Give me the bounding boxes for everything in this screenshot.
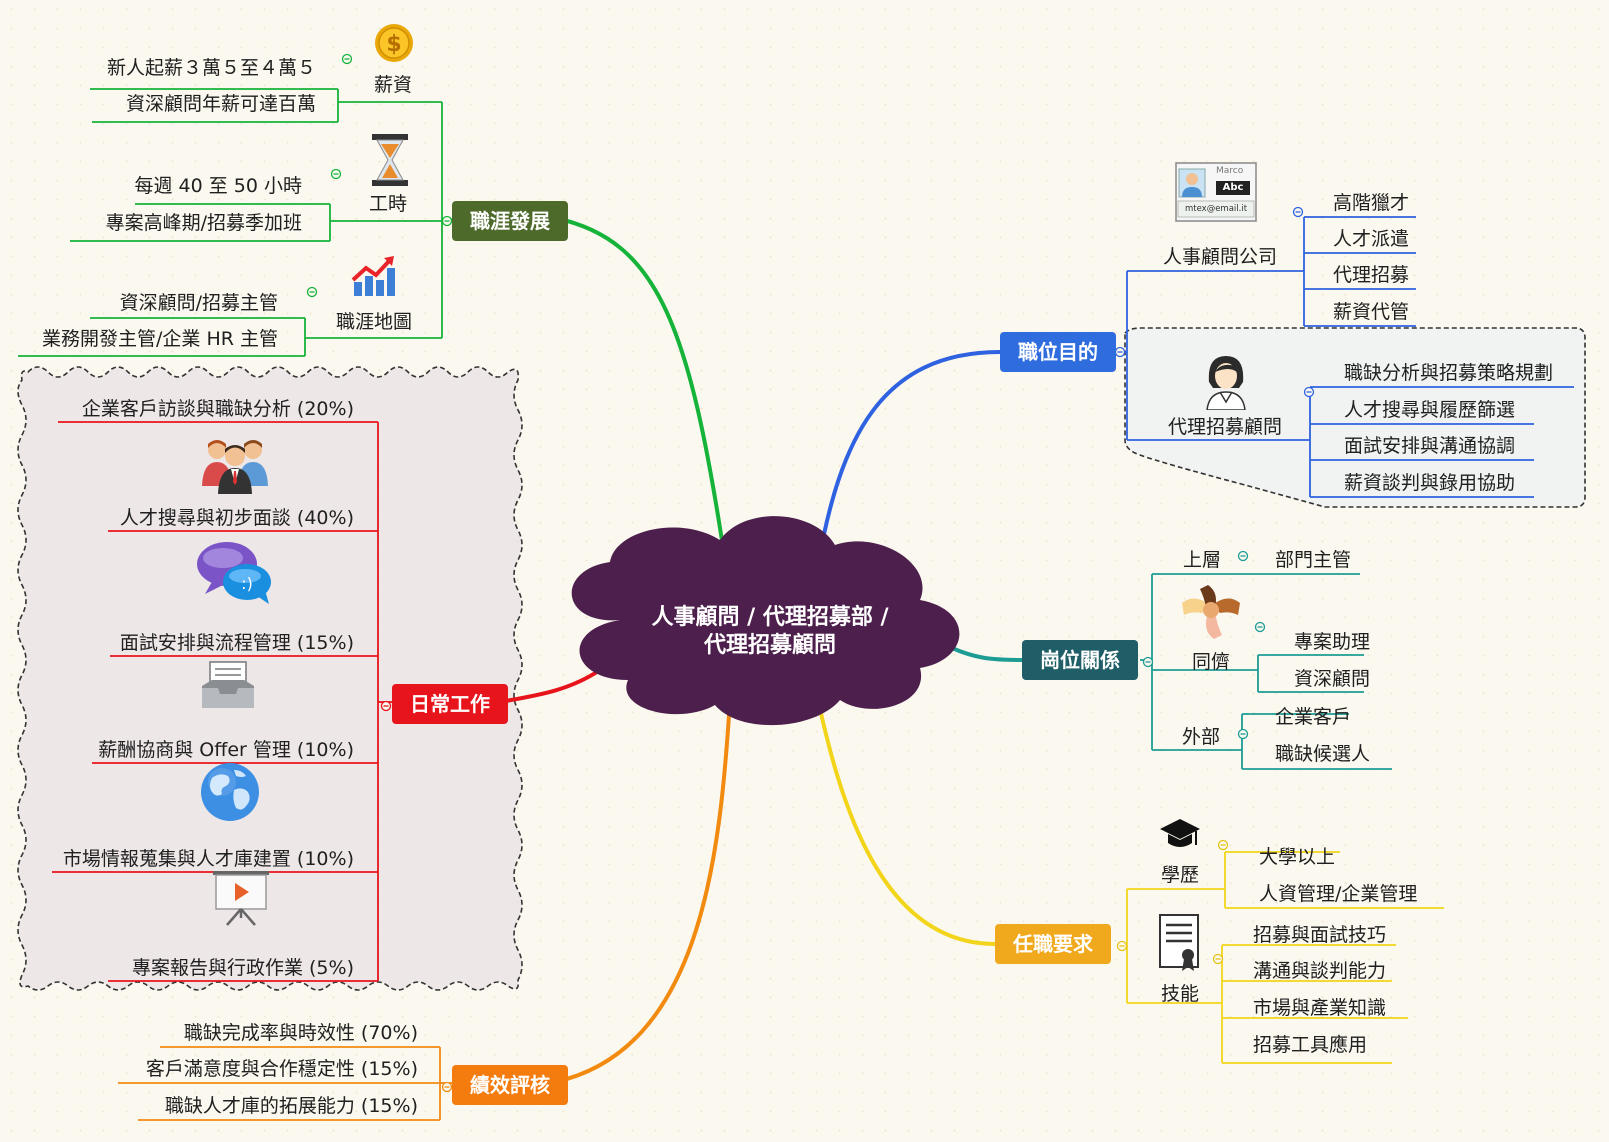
daily-item[interactable]: 市場情報蒐集與人才庫建置 (10%)	[62, 848, 354, 870]
skills-label[interactable]: 技能	[1160, 983, 1199, 1005]
agent-duty-item[interactable]: 人才搜尋與履歷篩選	[1344, 399, 1516, 421]
daily-boundary	[17, 366, 523, 991]
hours-label[interactable]: 工時	[368, 193, 407, 215]
performance-node[interactable]: 績效評核	[452, 1065, 568, 1105]
inbox-tray-icon	[200, 660, 256, 712]
consulting-company-label[interactable]: 人事顧問公司	[1162, 246, 1277, 268]
relation-node[interactable]: 崗位關係	[1022, 640, 1138, 680]
education-item[interactable]: 大學以上	[1259, 846, 1336, 868]
central-topic[interactable]: 人事顧問 / 代理招募部 / 代理招募顧問	[600, 604, 940, 660]
certificate-icon	[1154, 913, 1204, 973]
skill-item[interactable]: 溝通與談判能力	[1253, 960, 1387, 982]
performance-item[interactable]: 職缺人才庫的拓展能力 (15%)	[164, 1095, 418, 1117]
joined-hands-icon	[1180, 583, 1242, 641]
career-path-item[interactable]: 資深顧問/招募主管	[119, 292, 278, 314]
center-cloud	[571, 516, 960, 726]
external-item[interactable]: 職缺候選人	[1275, 743, 1371, 765]
agent-duty-item[interactable]: 薪資談判與錄用協助	[1344, 472, 1516, 494]
presentation-board-icon	[210, 868, 272, 926]
daily-item[interactable]: 人才搜尋與初步面談 (40%)	[119, 507, 354, 529]
performance-item[interactable]: 職缺完成率與時效性 (70%)	[183, 1022, 418, 1044]
daily-item[interactable]: 專案報告與行政作業 (5%)	[131, 957, 354, 979]
salary-item[interactable]: 新人起薪３萬５至４萬５	[106, 57, 316, 79]
peer-item[interactable]: 專案助理	[1294, 631, 1371, 653]
daily-item[interactable]: 面試安排與流程管理 (15%)	[119, 632, 354, 654]
upper-item[interactable]: 部門主管	[1275, 549, 1352, 571]
salary-label[interactable]: 薪資	[373, 74, 412, 96]
central-topic-line2: 代理招募顧問	[703, 633, 836, 658]
daily-work-node[interactable]: 日常工作	[392, 684, 508, 724]
career-path-item[interactable]: 業務開發主管/企業 HR 主管	[42, 328, 278, 350]
business-card-badge: Abc	[1222, 182, 1244, 193]
education-item[interactable]: 人資管理/企業管理	[1259, 883, 1418, 905]
company-service-item[interactable]: 高階獵才	[1333, 192, 1410, 214]
female-consultant-avatar-icon	[1203, 352, 1249, 411]
daily-item[interactable]: 薪酬協商與 Offer 管理 (10%)	[98, 739, 354, 761]
requirement-node[interactable]: 任職要求	[995, 924, 1111, 964]
purpose-node[interactable]: 職位目的	[1000, 332, 1116, 372]
globe-icon	[198, 760, 262, 824]
agent-duty-item[interactable]: 面試安排與溝通協調	[1344, 435, 1516, 457]
agent-consultant-label[interactable]: 代理招募顧問	[1167, 416, 1282, 438]
career-node[interactable]: 職涯發展	[452, 201, 568, 241]
skill-item[interactable]: 招募工具應用	[1253, 1034, 1368, 1056]
career-path-label[interactable]: 職涯地圖	[335, 311, 412, 333]
hours-item[interactable]: 專案高峰期/招募季加班	[105, 212, 302, 234]
growth-chart-icon	[350, 254, 398, 298]
peer-label[interactable]: 同儕	[1191, 651, 1230, 673]
hourglass-icon	[368, 132, 412, 188]
dollar-coin-icon: $	[373, 22, 415, 64]
upper-label[interactable]: 上層	[1183, 549, 1222, 571]
performance-item[interactable]: 客戶滿意度與合作穩定性 (15%)	[145, 1058, 418, 1080]
company-service-item[interactable]: 人才派遣	[1333, 228, 1410, 250]
business-card-name: Marco	[1216, 166, 1244, 176]
company-service-item[interactable]: 代理招募	[1333, 264, 1410, 286]
chat-bubbles-icon: :)	[195, 540, 275, 606]
external-label[interactable]: 外部	[1182, 726, 1221, 748]
business-card-email: mtex@email.it	[1184, 204, 1248, 214]
central-topic-line1: 人事顧問 / 代理招募部 /	[651, 605, 889, 630]
svg-text::): :)	[241, 574, 253, 593]
education-label[interactable]: 學歷	[1160, 864, 1199, 886]
company-service-item[interactable]: 薪資代管	[1333, 301, 1410, 323]
team-people-icon	[200, 438, 270, 494]
peer-item[interactable]: 資深顧問	[1294, 668, 1371, 690]
skill-item[interactable]: 市場與產業知識	[1253, 997, 1387, 1019]
external-item[interactable]: 企業客戶	[1275, 706, 1352, 728]
agent-duty-item[interactable]: 職缺分析與招募策略規劃	[1344, 362, 1554, 384]
svg-text:$: $	[386, 32, 401, 57]
daily-item[interactable]: 企業客戶訪談與職缺分析 (20%)	[81, 398, 354, 420]
graduation-cap-icon	[1159, 817, 1201, 851]
hours-item[interactable]: 每週 40 至 50 小時	[134, 175, 302, 197]
salary-item[interactable]: 資深顧問年薪可達百萬	[125, 93, 316, 115]
skill-item[interactable]: 招募與面試技巧	[1253, 924, 1387, 946]
business-card-icon: Marco Abc mtex@email.it	[1174, 161, 1258, 225]
